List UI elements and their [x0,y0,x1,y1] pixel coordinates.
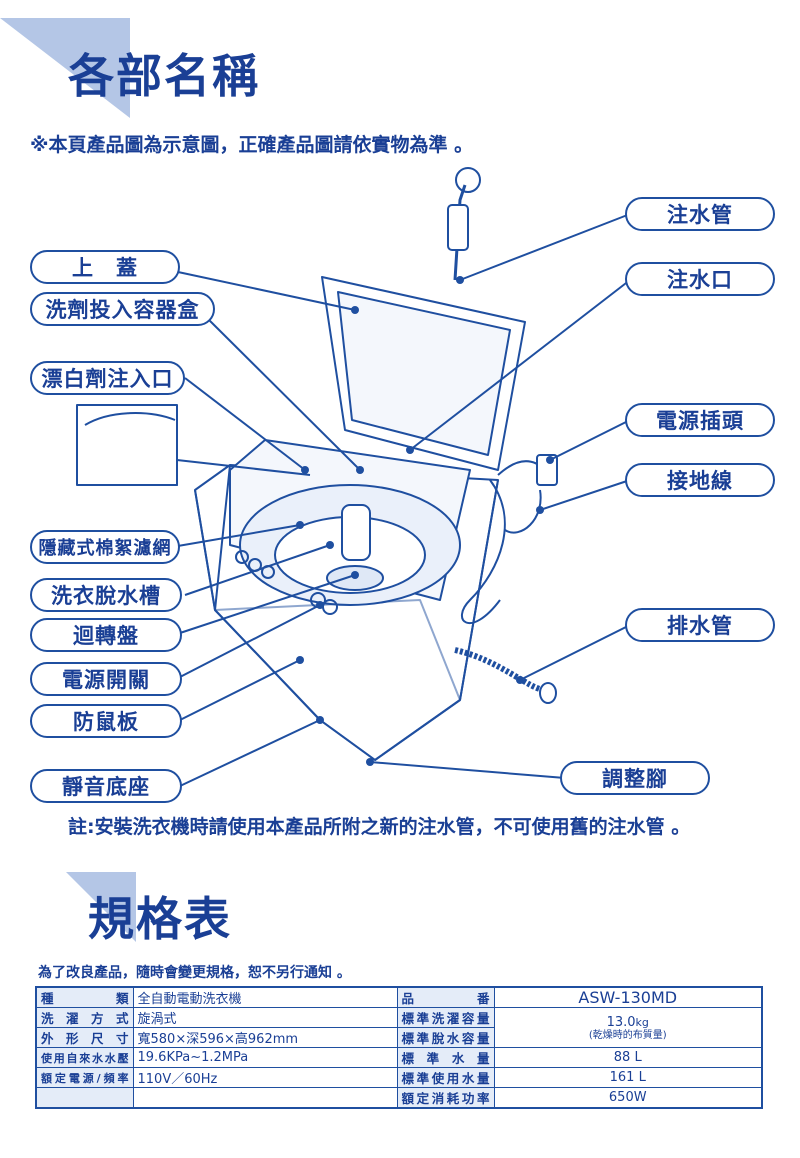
table-row: 額定電源/頻率 110V／60Hz 標準使用水量 161 L [35,1067,763,1088]
spec-value: 旋渦式 [132,1007,398,1028]
capacity-value: 13.0 [606,1014,636,1030]
label-silent-base: 靜音底座 [30,769,182,803]
label-bleach-inlet: 漂白劑注入口 [30,361,185,395]
spec-key [35,1087,134,1109]
label-top-cover: 上 蓋 [30,250,180,284]
table-row: 種類 全自動電動洗衣機 品番 ASW-130MD [35,986,763,1008]
spec-key: 標準水量 [396,1047,495,1068]
label-ground-wire: 接地線 [625,463,775,497]
table-row: 使用自來水水壓 19.6KPa~1.2MPa 標準水量 88 L [35,1047,763,1068]
spec-key: 標準脫水容量 [396,1027,495,1048]
install-note: 註:安裝洗衣機時請使用本產品所附之新的注水管，不可使用舊的注水管 。 [68,816,691,838]
label-power-switch: 電源開關 [30,662,182,696]
label-power-plug: 電源插頭 [625,403,775,437]
washing-machine-diagram [76,167,631,787]
spec-key: 外形尺寸 [35,1027,134,1048]
label-water-inlet: 注水口 [625,262,775,296]
table-row: 額定消耗功率 650W [35,1087,763,1109]
spec-value: 寬580×深596×高962mm [132,1027,398,1048]
spec-value: 全自動電動洗衣機 [132,986,398,1008]
spec-value: 19.6KPa~1.2MPa [132,1047,398,1068]
disclaimer-note: ※本頁產品圖為示意圖，正確產品圖請依實物為準 。 [30,134,474,156]
spec-key: 額定消耗功率 [396,1087,495,1109]
spec-change-note: 為了改良產品，隨時會變更規格，恕不另行通知 。 [38,965,351,981]
spec-key: 額定電源/頻率 [35,1067,134,1088]
label-rat-guard: 防鼠板 [30,704,182,738]
spec-value: 161 L [493,1067,763,1088]
table-row: 洗濯方式 旋渦式 標準洗濯容量 13.0kg (乾燥時的布質量) [35,1007,763,1048]
section-title-parts: 各部名稱 [68,49,260,103]
capacity-sub: (乾燥時的布質量) [588,1029,667,1041]
spec-key: 標準洗濯容量 [396,1007,495,1028]
spec-value: 650W [493,1087,763,1109]
capacity-cell: 13.0kg (乾燥時的布質量) [493,1007,763,1048]
spec-value: 110V／60Hz [132,1067,398,1088]
spec-value: 88 L [493,1047,763,1068]
spec-key: 洗濯方式 [35,1007,134,1028]
title-triangle-decoration-2 [66,872,136,942]
title-triangle-decoration [0,18,130,118]
capacity-unit: kg [635,1015,649,1029]
spec-key: 品番 [396,986,495,1008]
label-detergent-box: 洗劑投入容器盒 [30,292,215,326]
spec-key: 種類 [35,986,134,1008]
spec-table: 種類 全自動電動洗衣機 品番 ASW-130MD 洗濯方式 旋渦式 標準洗濯容量… [35,986,763,1109]
label-leveling-foot: 調整腳 [560,761,710,795]
label-wash-tub: 洗衣脫水槽 [30,578,182,612]
label-inlet-hose: 注水管 [625,197,775,231]
section-title-spec: 規格表 [88,892,232,946]
label-lint-filter: 隱藏式棉絮濾網 [30,530,180,564]
spec-value [132,1087,398,1109]
spec-key: 使用自來水水壓 [35,1047,134,1068]
label-drain-hose: 排水管 [625,608,775,642]
spec-value: ASW-130MD [493,986,763,1008]
label-pulsator: 迴轉盤 [30,618,182,652]
spec-key: 標準使用水量 [396,1067,495,1088]
